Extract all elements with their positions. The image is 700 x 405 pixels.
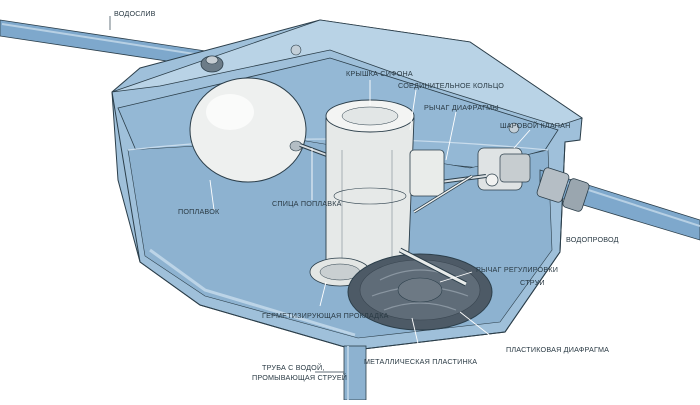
label-connecting-ring: СОЕДИНИТЕЛЬНОЕ КОЛЬЦО <box>398 81 504 90</box>
water-supply-pipe <box>536 167 700 241</box>
labels: ВОДОСЛИВ КРЫШКА СИФОНА СОЕДИНИТЕЛЬНОЕ КО… <box>114 9 619 382</box>
flush-pipe <box>343 345 367 401</box>
label-siphon-cap: КРЫШКА СИФОНА <box>346 69 413 78</box>
label-flush-pipe-1: ТРУБА С ВОДОЙ, <box>262 363 325 372</box>
float-ball <box>189 77 307 183</box>
diaphragm-assembly <box>347 247 493 331</box>
label-seal: ГЕРМЕТИЗИРУЮЩАЯ ПРОКЛАДКА <box>262 311 389 320</box>
label-diaphragm-lever: РЫЧАГ ДИАФРАГМЫ <box>424 103 499 112</box>
siphon-unit <box>325 99 473 281</box>
leader-lines <box>109 16 589 373</box>
label-float: ПОПЛАВОК <box>178 207 220 216</box>
label-flow-lever-2: СТРУИ <box>520 278 545 287</box>
label-float-arm: СПИЦА ПОПЛАВКА <box>272 199 342 208</box>
label-flush-pipe-2: ПРОМЫВАЮЩАЯ СТРУЕЙ <box>252 373 347 382</box>
lid-fittings <box>200 44 520 134</box>
ball-valve <box>477 147 531 191</box>
label-metal-plate: МЕТАЛЛИЧЕСКАЯ ПЛАСТИНКА <box>364 357 477 366</box>
label-overflow: ВОДОСЛИВ <box>114 9 156 18</box>
label-flow-lever-1: РЫЧАГ РЕГУЛИРОВКИ <box>476 265 558 274</box>
label-plastic-diaphragm: ПЛАСТИКОВАЯ ДИАФРАГМА <box>506 345 609 354</box>
label-ball-valve: ШАРОВОЙ КЛАПАН <box>500 121 570 130</box>
label-water-supply: ВОДОПРОВОД <box>566 235 619 244</box>
